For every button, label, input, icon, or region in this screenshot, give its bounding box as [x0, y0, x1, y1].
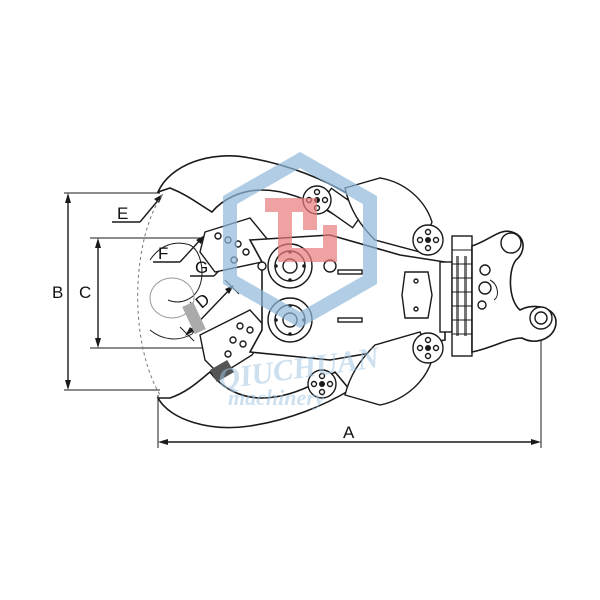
dim-a-arrow-right	[531, 439, 541, 445]
dim-b-arrow-bottom	[65, 380, 71, 390]
lower-blade-hole	[246, 326, 254, 334]
bracket-fitting	[478, 281, 492, 295]
pulverizer-body	[149, 155, 557, 429]
frame-bolt	[413, 278, 419, 284]
mounting-bracket	[471, 230, 557, 353]
dim-label-a: A	[343, 423, 355, 442]
bracket-fitting	[479, 264, 491, 276]
dim-e-leader-d	[139, 197, 161, 223]
frame-plate	[401, 271, 433, 319]
dim-c-arrow-bottom	[95, 338, 101, 348]
dim-f-leader-d	[179, 237, 203, 263]
frame-slot	[337, 269, 363, 275]
lower-hydraulic-cylinder	[307, 331, 444, 406]
dim-label-b: B	[52, 283, 63, 302]
interior-crusher-teeth	[149, 277, 195, 319]
dim-a-arrow-left	[158, 439, 168, 445]
bracket-fitting	[477, 300, 487, 310]
frame-pin-small	[257, 261, 267, 271]
dim-d-arrow-bottom	[185, 327, 194, 336]
watermark-text-line2: machinery	[228, 385, 325, 410]
dim-f-arrow	[196, 235, 205, 244]
lower-cutter-insert	[209, 359, 235, 383]
frame-bolt	[413, 306, 419, 312]
dim-label-c: C	[79, 283, 91, 302]
dimension-letters: B C A E F G D	[52, 204, 355, 442]
center-cutter-insert	[182, 301, 206, 335]
dim-label-f: F	[158, 244, 168, 263]
lower-blade-hole	[239, 340, 247, 348]
upper-hydraulic-cylinder	[302, 177, 444, 256]
lower-blade-hole	[224, 350, 232, 358]
lower-blade-hole	[229, 336, 237, 344]
watermark-monogram	[265, 198, 337, 262]
interior-sketch-upper	[149, 242, 203, 303]
frame-slot	[337, 317, 363, 323]
dim-b-arrow-top	[65, 193, 71, 203]
upper-blade-hole	[242, 248, 250, 256]
upper-blade-hole	[214, 232, 222, 240]
watermark-hexagon	[223, 151, 377, 329]
rotator-ring	[439, 235, 473, 357]
lower-blade-hole	[236, 322, 244, 330]
dim-c-arrow-top	[95, 238, 101, 248]
dim-label-e: E	[117, 204, 128, 223]
watermark: QIUCHUAN machinery	[216, 151, 382, 410]
bracket-upper-pin-hole	[500, 232, 522, 254]
